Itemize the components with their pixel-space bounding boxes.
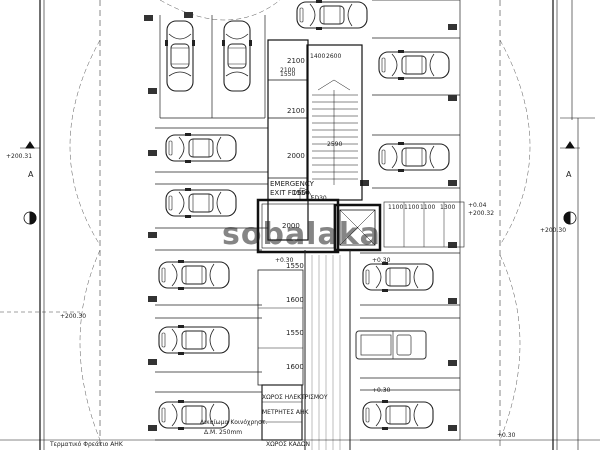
emergency-exit-line2: EXIT FD60 — [270, 189, 306, 197]
parking-tags — [144, 12, 457, 431]
watermark: sobalaka — [222, 217, 381, 252]
level-right-2: +200.32 — [468, 210, 494, 217]
room-bottom-label: ΧΩΡΟΣ ΚΑΔΩΝ — [266, 441, 310, 448]
tag-left-2: Δ.Μ. 250mm — [204, 429, 242, 436]
lift-room: 2000 — [282, 222, 300, 230]
dim-top-a: 1400 — [310, 53, 325, 60]
lower-dim-1: 1550 — [286, 262, 304, 270]
dim-top-side: 2100 — [280, 67, 295, 74]
right-dim-4: 1300 — [440, 204, 455, 211]
lift-door: FD30 — [311, 195, 327, 202]
corridor — [257, 201, 465, 450]
turning-arcs — [69, 0, 531, 441]
room-elec-label: ΧΩΡΟΣ ΗΛΕΚΤΡΙΣΜΟΥ — [262, 394, 328, 401]
level-left-3: +200.30 — [60, 313, 86, 320]
room-dim-3: 2000 — [287, 152, 305, 160]
level-left-1: +200.31 — [6, 153, 32, 160]
elev-marker-3: +0.30 — [372, 387, 391, 394]
parking-bays-right — [360, 0, 461, 441]
room-meter-label: ΜΕΤΡΗΤΕΣ ΑΗΚ — [262, 409, 310, 416]
dim-top-b: 2600 — [326, 53, 341, 60]
parking-bays-left — [155, 15, 268, 441]
right-dim-1: 1100 — [388, 204, 403, 211]
plan-labels: 2100 2100 2000 1400 2600 2100 1550 2590 … — [6, 53, 572, 448]
lift-size: 1550 — [292, 189, 310, 197]
section-markers — [20, 141, 580, 225]
dim-mid: 1550 — [280, 71, 295, 78]
section-a-right: A — [566, 170, 572, 179]
room-dim-1: 2100 — [287, 57, 305, 65]
elev-marker-1: +0.30 — [275, 257, 294, 264]
bottom-caption: Τερματικό Φρεάτιο ΑΗΚ — [49, 441, 124, 448]
level-right-4: +0.30 — [497, 432, 516, 439]
lower-dim-4: 1600 — [286, 363, 304, 371]
lower-dim-2: 1600 — [286, 296, 304, 304]
right-dim-3: 1100 — [420, 204, 435, 211]
tag-left-1: Δικαίωμα Κοινόχρηστ. — [200, 419, 268, 426]
room-dim-2: 2100 — [287, 107, 305, 115]
dim-lower-side: 2590 — [327, 141, 342, 148]
right-dim-2: 1100 — [404, 204, 419, 211]
emergency-exit-line1: EMERGENCY — [270, 180, 315, 188]
elev-marker-2: +0.30 — [372, 257, 391, 264]
section-a-left: A — [28, 170, 34, 179]
level-right-1: +0.04 — [468, 202, 487, 209]
level-right-3: +200.30 — [540, 227, 566, 234]
lower-dim-3: 1550 — [286, 329, 304, 337]
stair-core — [256, 39, 382, 254]
